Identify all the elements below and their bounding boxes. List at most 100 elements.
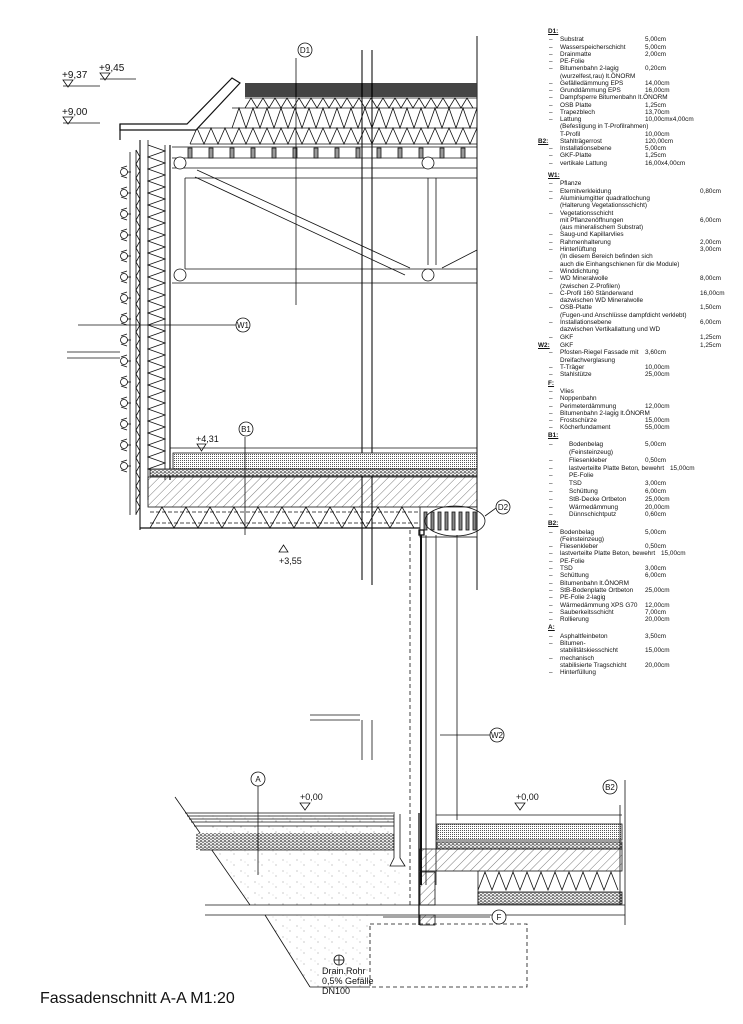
legend-item-value: 20,00cm	[645, 616, 670, 624]
legend-item-label: Bitumenbahn 2-lagig lt.ÖNORM	[560, 409, 650, 417]
level-9-37: +9,37	[62, 70, 88, 81]
marker-b2: B2	[605, 783, 615, 792]
legend-bullet: –	[549, 304, 553, 312]
legend-bullet: –	[549, 388, 553, 396]
legend-bullet: –	[549, 511, 553, 519]
legend-item-value: 0,50cm	[645, 543, 666, 551]
legend-item-value: 15,00cm	[661, 550, 686, 558]
legend-item-value: 2,00cm	[645, 50, 666, 58]
legend-item-label: Winddichtung	[560, 267, 599, 275]
legend-item-label: (zwischen Z-Profilen)	[560, 282, 621, 290]
legend-bullet: –	[549, 480, 553, 488]
legend-bullet: –	[549, 43, 553, 51]
legend-item-value: 15,00cm	[645, 417, 670, 424]
legend-bullet: –	[549, 101, 553, 109]
marker-w2: W2	[491, 731, 504, 740]
legend-item-label: C-Profil 160 Ständerwand	[560, 289, 634, 297]
legend-item-label: Hinterfüllung	[560, 669, 596, 677]
legend-bullet: –	[549, 333, 553, 341]
drawing-title: Fassadenschnitt A-A M1:20	[40, 990, 235, 1007]
legend-bullet: –	[549, 79, 553, 87]
legend-item-value: 5,00cm	[645, 36, 666, 44]
legend-item-value: 1,25cm	[645, 152, 666, 160]
legend-item-value: 3,00cm	[645, 565, 666, 572]
legend-bullet: –	[549, 632, 553, 640]
legend-item-label: Dreifachverglasung	[560, 356, 616, 364]
legend-item-label: (Befestigung in T-Profilrahmen)	[560, 123, 649, 131]
legend-bullet: –	[549, 246, 553, 253]
legend-item-label: OSB Platte	[560, 101, 592, 109]
legend-item-value: 15,00cm	[670, 464, 695, 472]
legend-item-value: 16,00cm	[700, 289, 725, 297]
level-3-55: +3,55	[279, 556, 302, 566]
legend-item-label: T-Profil	[560, 130, 581, 138]
legend-item-label: Trapezblech	[560, 108, 595, 116]
legend-item-label: Vlies	[560, 388, 574, 396]
legend-bullet: –	[549, 409, 553, 417]
legend-item-label: Aluminiumgitter quadratlochung	[560, 194, 650, 202]
legend-bullet: –	[549, 417, 553, 424]
legend-item-value: 12,00cm	[645, 601, 670, 609]
legend-item-value: 25,00cm	[645, 586, 670, 594]
upper-floor-slab	[67, 351, 497, 905]
level-labels: +9,37 +9,45 +9,00 +4,31 +3,55 +0,00 +0,0…	[62, 63, 539, 802]
legend-section-header: B1:	[548, 432, 559, 440]
legend-item-label: Lattung	[560, 116, 582, 123]
legend-item-value: 14,00cm	[645, 79, 670, 87]
legend-subsection-tag: W2:	[538, 341, 550, 349]
legend-item-label: (Feinsteinzeug)	[560, 535, 605, 543]
legend-item-value: 6,00cm	[645, 572, 666, 580]
marker-f: F	[497, 913, 502, 922]
legend-item-label: Eternitverkleidung	[560, 187, 612, 195]
legend-bullet: –	[549, 572, 553, 580]
legend-item-label: StB-Bodenplatte Ortbeton	[560, 586, 634, 594]
legend-bullet: –	[549, 550, 553, 558]
legend-item-label: Stahlstütze	[560, 371, 592, 379]
legend-item-label: Schüttung	[560, 572, 589, 580]
legend-item-value: 25,00cm	[645, 495, 670, 503]
legend-item-label: PE-Folie	[560, 58, 585, 65]
legend-section-header: B2:	[548, 520, 559, 528]
legend-item-label: Bitumen-	[560, 640, 586, 647]
legend-bullet: –	[549, 145, 553, 152]
legend-section-header: F:	[548, 380, 555, 387]
level-9-00: +9,00	[62, 107, 88, 118]
legend-item-value: 25,00cm	[645, 371, 670, 379]
legend-bullet: –	[549, 231, 553, 239]
legend-item-value: 3,60cm	[645, 349, 666, 357]
legend-item-label: dazwischen WD Mineralwolle	[560, 297, 644, 305]
legend-item-value: 10,00cm	[645, 130, 670, 138]
legend-bullet: –	[549, 267, 553, 275]
steel-truss	[172, 156, 478, 284]
level-4-31: +4,31	[196, 434, 219, 444]
legend-item-label: Gefälledämmung EPS	[560, 79, 624, 87]
axis-marker-labels: D1 W1 B1 D2 W2 A B2 F	[237, 46, 615, 922]
legend-bullet: –	[549, 565, 553, 572]
drain-line-1: Drain.Rohr	[322, 966, 366, 976]
legend-item-value: 5,00cm	[645, 528, 666, 536]
level-9-45: +9,45	[99, 63, 125, 74]
legend-item-label: PE-Folie	[569, 472, 594, 480]
legend-item-label: (wurzelfest,rau) lt.ÖNORM	[560, 72, 636, 80]
legend-item-label: Grunddämmung EPS	[560, 87, 621, 94]
legend-item-label: (Halterung Vegetationsschicht)	[560, 202, 648, 210]
legend-item-value: 6,00cm	[700, 216, 721, 224]
legend-bullet: –	[549, 238, 553, 246]
legend-item-label: dazwischen Vertikallattung und WD	[560, 326, 661, 334]
legend-item-value: 10,00cmx4,00cm	[645, 116, 694, 123]
legend-item-label: PE-Folie 2-lagig	[560, 594, 606, 602]
legend-item-label: Bitumenbahn 2-lagig	[560, 65, 619, 73]
legend-bullet: –	[549, 108, 553, 116]
legend-subsection-tag: B2:	[538, 137, 549, 145]
legend-item-label: Hinterlüftung	[560, 246, 597, 253]
legend-item-label: PE-Folie	[560, 557, 585, 565]
legend-item-label: Stahlträgerrost	[560, 137, 602, 145]
legend-bullet: –	[549, 503, 553, 511]
legend-bullet: –	[549, 441, 553, 449]
level-marks	[62, 72, 526, 811]
legend-item-label: Wasserspeicherschicht	[560, 43, 626, 51]
legend-item-value: 5,00cm	[645, 145, 666, 152]
legend-item-label: GKF	[560, 333, 574, 341]
drain-note: Drain.Rohr 0,5% Gefälle DN100	[322, 966, 374, 996]
legend-item-label: Fliesenkleber	[560, 543, 599, 551]
